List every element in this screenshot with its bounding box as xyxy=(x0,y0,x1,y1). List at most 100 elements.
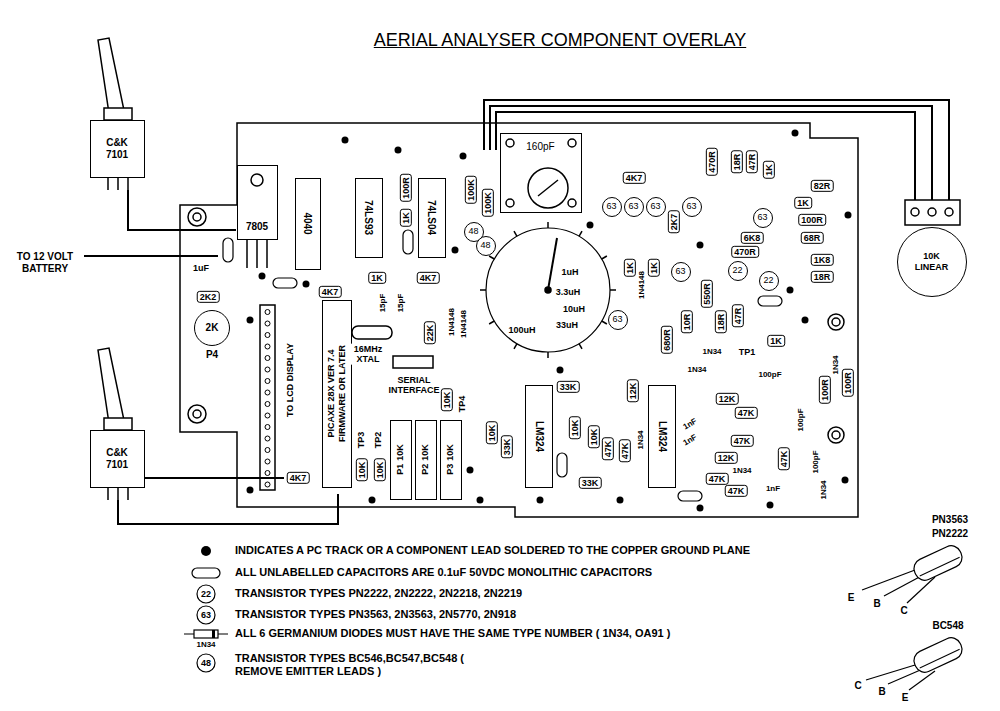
text-group: PICAXE 28X VER 7.4 FIRMWARE OR LATER xyxy=(323,301,350,486)
resistor-value: 33K xyxy=(579,477,602,489)
switch-tick xyxy=(579,344,582,349)
resistor-value: 47K xyxy=(778,448,790,471)
header-pin xyxy=(265,344,270,349)
hook-up-wire xyxy=(484,100,949,200)
hook-up-wire xyxy=(118,494,338,524)
ic-chip: 4040 xyxy=(295,178,321,270)
resistor-value: 47K xyxy=(706,473,729,485)
resistor-value: 100K xyxy=(465,176,477,204)
part-label: PN3563 xyxy=(930,514,970,526)
resistor-value: 1K xyxy=(648,259,660,277)
legend-dot xyxy=(201,546,211,556)
header-pin xyxy=(265,459,270,464)
ground-dot xyxy=(557,367,564,374)
part-label: C xyxy=(898,605,909,617)
resistor-value: 47K xyxy=(602,438,614,461)
resistor-value: 470R xyxy=(731,246,759,258)
legend-text: TRANSISTOR TYPES PN3563, 2N3563, 2N5770,… xyxy=(235,608,516,621)
ground-dot xyxy=(792,130,799,137)
resistor-value: 22K xyxy=(424,322,436,345)
resistor-value: 47K xyxy=(735,407,758,419)
header-pin xyxy=(265,425,270,430)
rotary-switch xyxy=(486,228,610,352)
resistor-value: 47R xyxy=(732,305,744,328)
part-label: 15pF xyxy=(396,292,405,315)
switch-pin xyxy=(107,178,109,190)
part-name: 10K xyxy=(445,444,455,461)
toggle-switch: C&K 7101 xyxy=(90,120,145,178)
resistor-value: 680R xyxy=(661,326,673,354)
transistor: 63 xyxy=(624,197,644,217)
transistor-flat xyxy=(920,649,960,668)
trimpot: 2KP4 xyxy=(188,310,236,372)
header-pin xyxy=(265,471,270,476)
serial-connector xyxy=(393,356,433,368)
part-name: P3 xyxy=(445,464,455,475)
ground-dot xyxy=(842,477,849,484)
capacitor-symbol xyxy=(678,491,702,501)
capacitor-screw xyxy=(506,199,514,207)
part-name: C&K 7101 xyxy=(100,447,134,470)
toggle-switch: C&K 7101 xyxy=(90,430,145,488)
transistor: 63 xyxy=(602,197,622,217)
header-pin xyxy=(265,448,270,453)
resistor-value: 100R xyxy=(842,369,854,397)
part-name: 4040 xyxy=(302,212,314,234)
text-group: 22 xyxy=(729,262,746,279)
transistor-lead xyxy=(909,671,935,690)
legend-text: TRANSISTOR TYPES BC546,BC547,BC548 ( REM… xyxy=(235,652,505,677)
header-pin xyxy=(265,413,270,418)
regulator-leg xyxy=(266,240,268,268)
resistor-value: 12K xyxy=(716,393,739,405)
ground-dot xyxy=(845,212,852,219)
ground-dot xyxy=(697,505,704,512)
test-socket xyxy=(832,318,840,326)
ic-chip: 74LS93 xyxy=(355,178,383,258)
mounting-hole xyxy=(188,208,206,226)
part-name: PICAXE 28X VER 7.4 FIRMWARE OR LATER xyxy=(326,334,347,454)
part-label: 1N4148 xyxy=(637,269,646,301)
switch-tick xyxy=(514,344,517,349)
resistor-value: 47K xyxy=(731,435,754,447)
text-group: C&K 7101 xyxy=(91,431,143,486)
text-group: 74LS04 xyxy=(419,179,444,256)
part-name: 22 xyxy=(763,275,773,285)
part-label: 15pF xyxy=(378,292,387,315)
transistor: 22 xyxy=(728,261,748,281)
part-name: P4 xyxy=(206,349,218,361)
resistor-value: 4K7 xyxy=(417,272,440,284)
part-label: 63 xyxy=(199,610,213,620)
part-name: 48 xyxy=(480,240,490,250)
text-group: 10K LINEAR xyxy=(898,228,965,295)
switch-tick xyxy=(602,256,607,259)
text-group: C&K 7101 xyxy=(91,121,143,176)
resistor-value: 68R xyxy=(801,232,824,244)
pot-lug-plate xyxy=(905,200,960,225)
test-socket xyxy=(828,314,844,330)
resistor-value: 1K xyxy=(763,161,775,179)
switch-bushing xyxy=(104,418,132,430)
ground-dot xyxy=(767,502,774,509)
switch-pin xyxy=(107,488,109,500)
part-label: 1N4148 xyxy=(447,306,456,338)
resistor-value: 6K8 xyxy=(741,232,764,244)
part-label: B xyxy=(876,686,887,698)
switch-knob xyxy=(545,287,551,293)
text-group: 2KP4 xyxy=(188,310,236,372)
part-name: 63 xyxy=(628,201,638,211)
part-label: 1N34 xyxy=(831,353,840,376)
title: AERIAL ANALYSER COMPONENT OVERLAY xyxy=(310,30,810,51)
header-pin xyxy=(265,379,270,384)
part-label: TP3 xyxy=(356,430,366,451)
variable-capacitor: 160pF xyxy=(500,133,582,213)
part-name: LM324 xyxy=(656,420,668,451)
resistor-value: 47K xyxy=(725,485,748,497)
header-pin xyxy=(265,321,270,326)
part-label: TO LCD DISPLAY xyxy=(285,341,295,419)
part-name: 74LS93 xyxy=(363,200,375,235)
transistor-body xyxy=(911,542,966,583)
resistor-value: 4K7 xyxy=(287,472,310,484)
regulator-leg xyxy=(256,240,258,268)
part-name: 10K xyxy=(420,444,430,461)
